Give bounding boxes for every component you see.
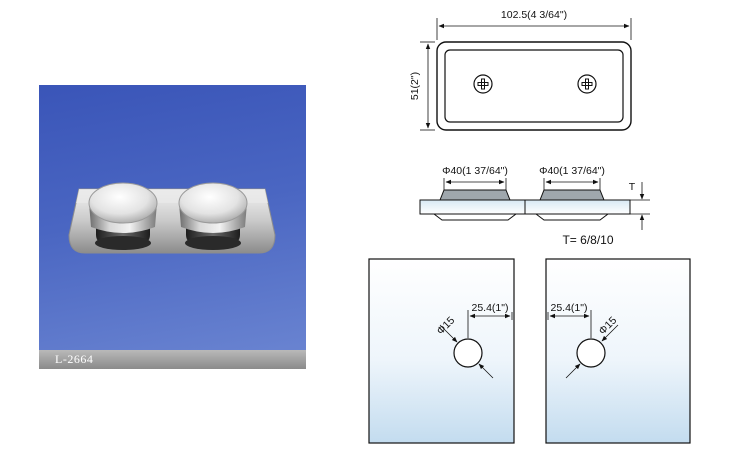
glass-clamp-illustration xyxy=(68,182,276,254)
thickness-symbol: T xyxy=(629,181,636,193)
thickness-values-label: T= 6/8/10 xyxy=(562,233,613,247)
top-view-drawing: 102.5(4 3/64") 51(2") xyxy=(409,9,632,131)
screw-icon xyxy=(473,74,493,94)
screw-icon xyxy=(577,74,597,94)
product-photo xyxy=(39,85,306,367)
glass-left-drawing: 25.4(1") Φ15 xyxy=(368,258,515,444)
width-dimension-label: 102.5(4 3/64") xyxy=(501,9,567,21)
glass-right-drawing: 25.4(1") Φ15 xyxy=(545,258,691,444)
model-label-bar: L-2664 xyxy=(39,350,306,369)
model-number: L-2664 xyxy=(55,352,94,366)
knob-left-diameter-label: Φ40(1 37/64") xyxy=(442,165,508,177)
glass-left-offset-label: 25.4(1") xyxy=(472,302,509,314)
knob-right-diameter-label: Φ40(1 37/64") xyxy=(539,165,605,177)
height-dimension-label: 51(2") xyxy=(409,72,421,100)
glass-right-offset-label: 25.4(1") xyxy=(551,302,588,314)
side-view-drawing: Φ40(1 37/64") Φ40(1 37/64") T T= 6/8/10 xyxy=(419,165,650,247)
